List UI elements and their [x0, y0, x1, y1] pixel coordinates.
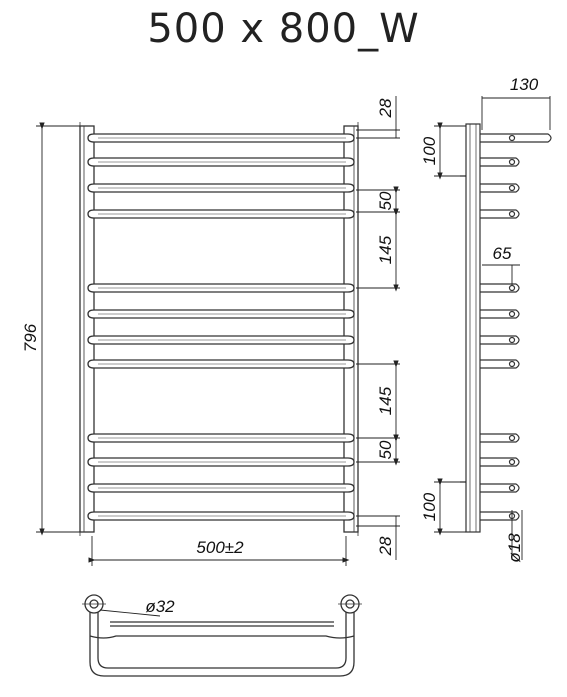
top-view: [82, 594, 362, 677]
dim-gap-top: 50: [376, 191, 395, 210]
dim-side-depth: 130: [510, 75, 539, 94]
side-rung-end-9: [508, 434, 516, 442]
side-rung-10: [480, 457, 520, 467]
dim-top-offset: 28: [376, 98, 395, 118]
side-rung-end-6: [508, 310, 516, 318]
side-rung-11: [480, 483, 520, 493]
side-rung-end-2: [508, 158, 516, 166]
side-rung-3: [480, 183, 520, 193]
dim-overall-height: 796: [21, 323, 40, 352]
side-rung-end-8: [508, 360, 516, 368]
side-rung-4: [480, 209, 520, 219]
side-rung-end-4: [508, 210, 516, 218]
dim-bracket-bottom: 100: [420, 492, 439, 521]
side-rung-8: [480, 359, 520, 369]
side-rung-end-5: [508, 284, 516, 292]
side-rung-2: [480, 157, 520, 167]
side-rail: [465, 123, 481, 533]
side-rung-7: [480, 335, 520, 345]
dim-side-mid-depth: 65: [493, 244, 512, 263]
side-rung-6: [480, 309, 520, 319]
dim-gap-mid-top: 145: [376, 235, 395, 264]
side-rung-end-1: [508, 134, 516, 142]
front-view: [79, 122, 359, 536]
dim-gap-bottom: 50: [376, 440, 395, 459]
front-dimensions: [36, 96, 400, 566]
side-rung-9: [480, 433, 520, 443]
side-rung-end-10: [508, 458, 516, 466]
side-rung-end-7: [508, 336, 516, 344]
side-rung-end-11: [508, 484, 516, 492]
side-rungs: [480, 133, 552, 521]
side-dimensions: [434, 96, 551, 560]
side-rung-1: [480, 133, 552, 143]
dim-bracket-top: 100: [420, 136, 439, 165]
side-rung-end-3: [508, 184, 516, 192]
dim-rail-diameter: ø32: [145, 597, 175, 616]
dim-rung-diameter: ø18: [505, 533, 524, 563]
dim-gap-mid-bottom: 145: [376, 386, 395, 415]
side-rung-5: [480, 283, 520, 293]
dim-bottom-offset: 28: [376, 536, 395, 556]
side-rung-12: [480, 511, 520, 521]
drawing-title: 500 x 800_W: [147, 6, 420, 52]
front-rungs: [87, 133, 355, 521]
side-view: [460, 123, 552, 533]
dim-width: 500±2: [196, 538, 244, 557]
